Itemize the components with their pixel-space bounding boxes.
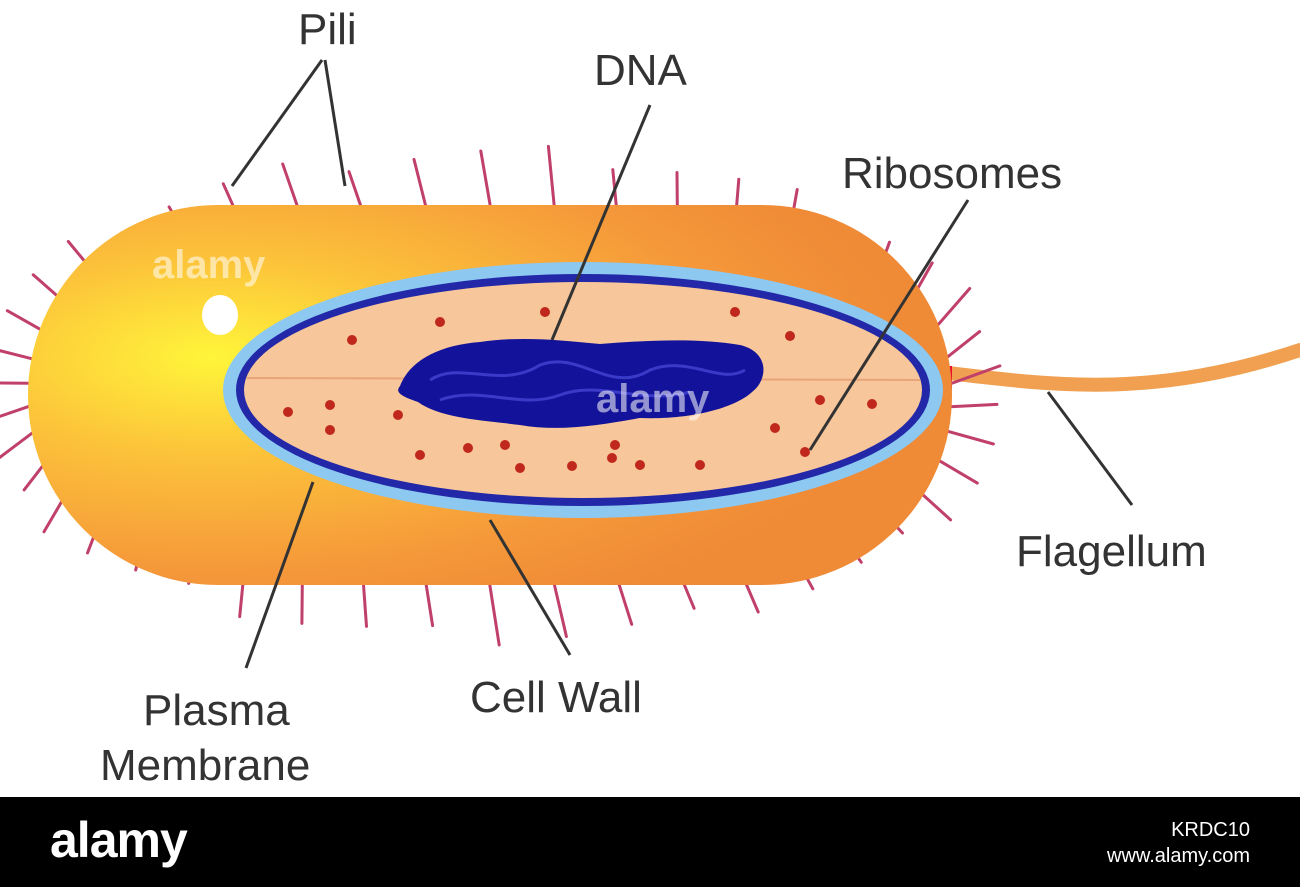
- pilus: [0, 427, 39, 460]
- capsule-highlight: [202, 295, 238, 335]
- dna-nucleoid: [398, 338, 764, 428]
- ribosome: [730, 307, 740, 317]
- cell-wall-leader: [488, 519, 572, 656]
- ribosome: [325, 400, 335, 410]
- ribosome: [415, 450, 425, 460]
- ribosome: [435, 317, 445, 327]
- pilus: [546, 144, 557, 213]
- flagellum: [933, 343, 1300, 392]
- leader-lines: [230, 59, 1134, 669]
- footer-id-block: KRDC10 www.alamy.com: [1107, 817, 1250, 869]
- ribosome: [463, 443, 473, 453]
- pilus: [487, 579, 501, 647]
- label-ribosomes: Ribosomes: [842, 149, 1062, 198]
- ribosome: [800, 447, 810, 457]
- plasma-membrane-leader: [244, 481, 315, 669]
- ribosome: [785, 331, 795, 341]
- pilus: [0, 381, 32, 385]
- ribosome: [283, 407, 293, 417]
- label-pili: Pili: [298, 5, 357, 54]
- ribosome: [540, 307, 550, 317]
- watermark-center: alamy: [596, 377, 710, 421]
- pili-leader-1: [230, 59, 324, 187]
- footer-logo: alamy: [50, 812, 188, 868]
- pilus: [940, 428, 995, 446]
- ribosome: [610, 440, 620, 450]
- watermark-footer: alamy KRDC10 www.alamy.com: [0, 797, 1300, 887]
- pilus: [0, 404, 32, 418]
- label-plasma-membrane-line1: Plasma: [143, 686, 290, 735]
- ribosome: [567, 461, 577, 471]
- dna-leader: [550, 104, 652, 341]
- pilus: [412, 157, 429, 213]
- watermark-upper-left: alamy: [152, 243, 266, 287]
- ribosome: [515, 463, 525, 473]
- pilus: [551, 577, 568, 638]
- pilus: [948, 402, 999, 409]
- label-cell-wall: Cell Wall: [470, 673, 642, 722]
- ribosome: [770, 423, 780, 433]
- label-dna: DNA: [594, 46, 688, 95]
- ribosome: [815, 395, 825, 405]
- ribosome: [393, 410, 403, 420]
- ribosome-group: [283, 307, 877, 473]
- pilus: [479, 149, 493, 211]
- ribosome: [347, 335, 357, 345]
- pilus: [423, 577, 435, 628]
- ribosomes-leader: [808, 199, 970, 451]
- ribosome: [607, 453, 617, 463]
- ribosome: [500, 440, 510, 450]
- footer-site: www.alamy.com: [1107, 845, 1250, 867]
- label-flagellum: Flagellum: [1016, 527, 1207, 576]
- ribosome: [867, 399, 877, 409]
- pilus: [948, 364, 1002, 386]
- label-plasma-membrane-line2: Membrane: [100, 741, 310, 790]
- pilus: [0, 349, 40, 362]
- dna-strands: [429, 360, 746, 402]
- footer-image-id: KRDC10: [1171, 819, 1250, 841]
- ribosome: [635, 460, 645, 470]
- flagellum-leader: [1046, 391, 1134, 506]
- pilus: [941, 330, 982, 363]
- pili-leader-2: [323, 59, 347, 187]
- ribosome: [695, 460, 705, 470]
- bacterium-diagram: Pili DNA Ribosomes Flagellum Cell Wall P…: [0, 5, 1300, 790]
- ribosome: [325, 425, 335, 435]
